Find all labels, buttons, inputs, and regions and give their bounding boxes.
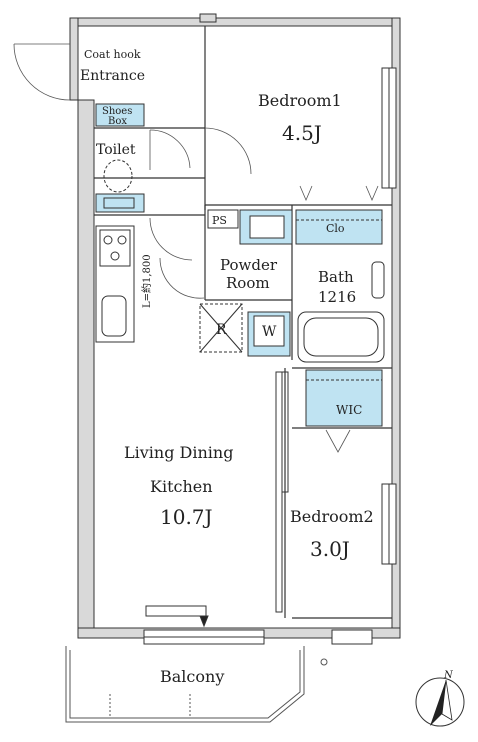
powder-room-label-2: Room — [226, 274, 270, 292]
compass-north-label: N — [443, 670, 454, 681]
ldk-label-1: Living Dining — [124, 443, 233, 462]
bedroom1-size: 4.5J — [282, 121, 322, 145]
kitchen-counter-length: L=約1,800 — [140, 254, 153, 308]
shoes-box-label-1: Shoes — [102, 106, 132, 117]
refrigerator-label: R — [216, 322, 227, 338]
closet — [295, 209, 383, 245]
windows — [143, 67, 397, 645]
powder-room-label-1: Powder — [220, 256, 278, 274]
interior-doors[interactable] — [149, 127, 379, 453]
bedroom1-label: Bedroom1 — [258, 91, 342, 110]
refrigerator-space — [199, 303, 243, 353]
ps-label: PS — [212, 214, 227, 227]
ldk-size: 10.7J — [160, 505, 213, 529]
kitchen-counter — [95, 225, 135, 343]
wic-label: WIC — [336, 403, 362, 417]
balcony-label: Balcony — [160, 667, 224, 686]
shoes-box — [95, 103, 145, 127]
bedroom2-size: 3.0J — [310, 537, 350, 561]
washer-label: W — [262, 324, 277, 340]
balcony — [65, 646, 328, 723]
bath-size: 1216 — [318, 288, 356, 306]
closet-label: Clo — [326, 222, 345, 235]
toilet-fixture — [95, 159, 145, 213]
vanity-sink — [239, 209, 293, 245]
bedroom2-label: Bedroom2 — [290, 507, 374, 526]
compass-icon — [415, 677, 465, 727]
sliding-door[interactable] — [275, 371, 289, 613]
bathtub — [297, 261, 385, 363]
walk-in-closet — [305, 369, 383, 427]
pipe-space — [207, 209, 239, 229]
entrance-door[interactable] — [13, 43, 71, 101]
bath-label: Bath — [318, 268, 354, 286]
toilet-label: Toilet — [96, 142, 136, 158]
coat-hook-label: Coat hook — [84, 48, 141, 61]
ldk-label-2: Kitchen — [150, 477, 213, 496]
entrance-label: Entrance — [80, 68, 145, 84]
shoes-box-label-2: Box — [108, 116, 127, 127]
air-conditioner — [145, 605, 209, 628]
